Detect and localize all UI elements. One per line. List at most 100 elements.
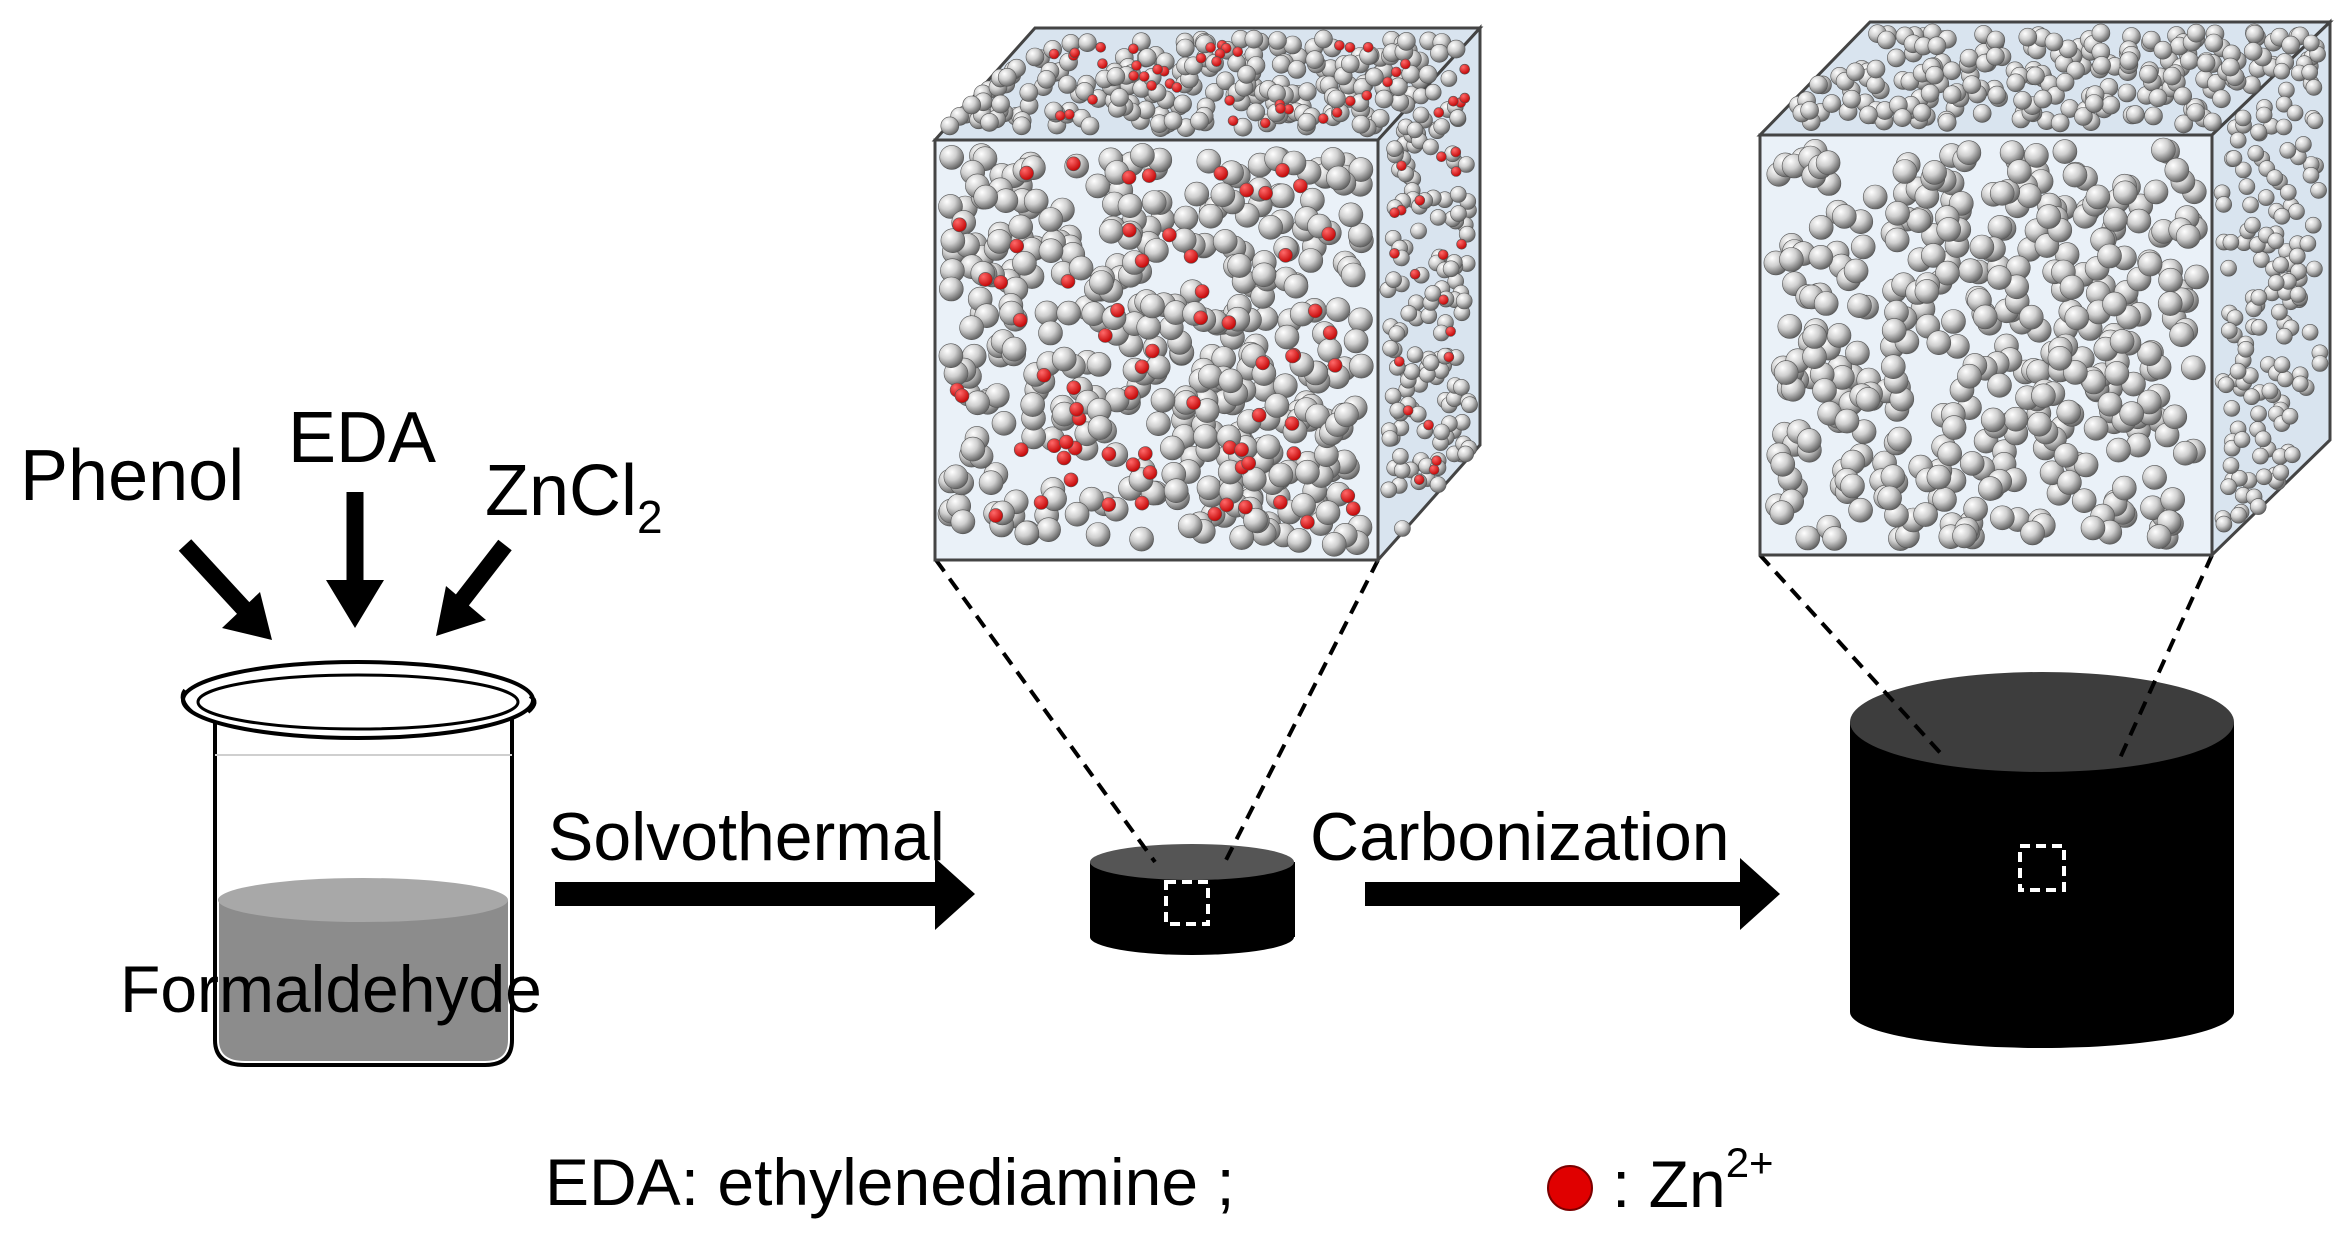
particle: [2289, 286, 2307, 303]
zn-ion: [1146, 80, 1157, 91]
zn-ion: [1428, 464, 1440, 476]
zn-ion: [1195, 52, 1207, 64]
zn-ion: [1394, 356, 1405, 367]
particle: [1129, 526, 1154, 552]
zn-ion: [1138, 71, 1150, 82]
particle: [1085, 522, 1111, 547]
particle: [2033, 89, 2053, 109]
particle: [2255, 106, 2273, 124]
particle: [2106, 437, 2131, 463]
particle: [2013, 91, 2032, 110]
zn-ion: [1056, 450, 1072, 466]
particle: [2036, 204, 2061, 229]
zn-ion: [1152, 64, 1163, 75]
particle: [2303, 34, 2320, 52]
particle: [1430, 43, 1449, 63]
particle: [1216, 71, 1235, 91]
particle: [1160, 435, 1185, 461]
particle: [1450, 205, 1467, 222]
particle: [2003, 406, 2029, 432]
particle: [2091, 23, 2111, 43]
particle: [1796, 428, 1822, 453]
particle: [2181, 355, 2206, 381]
particle: [1457, 445, 1474, 463]
zn-ion: [1122, 222, 1137, 238]
particle: [1941, 415, 1967, 440]
zn-ion: [993, 275, 1009, 290]
particle: [991, 410, 1017, 436]
particle: [1936, 217, 1961, 242]
particle: [1365, 67, 1384, 87]
particle: [1847, 293, 1872, 319]
particle: [1138, 48, 1157, 67]
particle: [1957, 363, 1982, 389]
particle: [1305, 50, 1325, 70]
particle: [1978, 476, 2003, 501]
particle: [1341, 54, 1360, 74]
zn-ion: [1402, 405, 1414, 416]
particle: [2162, 404, 2188, 430]
particle: [1386, 140, 1403, 157]
particle: [1243, 507, 1268, 533]
particle: [1298, 248, 1324, 273]
particle: [1348, 307, 1373, 333]
particle: [1880, 464, 1906, 490]
carbonization-arrow: [1365, 858, 1780, 930]
zn-ion: [1389, 248, 1400, 259]
particle: [2243, 42, 2263, 61]
particle: [2238, 178, 2256, 195]
cube1-zn-ions: [949, 39, 1471, 530]
particle: [1086, 352, 1112, 377]
particle: [2146, 524, 2172, 549]
zn-ion: [1437, 249, 1449, 261]
particle: [2235, 161, 2252, 179]
zn-ion: [1438, 294, 1449, 306]
particle: [2103, 207, 2128, 232]
zn-ion: [1345, 95, 1356, 107]
particle: [2027, 411, 2052, 437]
particle: [1268, 31, 1287, 50]
zn-ion: [988, 508, 1004, 523]
zn-ion: [1286, 446, 1302, 461]
zncl2-label: ZnCl2: [485, 451, 663, 543]
zn-ion: [1131, 60, 1142, 71]
particle: [1812, 378, 1837, 403]
particle: [1914, 279, 1940, 304]
magnify-marker-small: [1164, 880, 1210, 926]
particle: [2237, 340, 2255, 358]
particle: [2151, 137, 2176, 163]
particle: [1406, 346, 1424, 364]
particle: [1173, 205, 1199, 231]
zn-ion: [1459, 63, 1470, 75]
particle: [2217, 376, 2235, 394]
particle: [2229, 131, 2247, 149]
zn-ion: [1069, 401, 1084, 417]
phenol-arrow: [178, 539, 272, 640]
particle: [1433, 423, 1450, 441]
particle: [1832, 204, 1857, 229]
zn-ion: [1389, 207, 1400, 218]
particle: [1424, 83, 1442, 101]
zn-ion: [1251, 407, 1267, 423]
particle: [2220, 259, 2237, 277]
particle: [938, 343, 964, 369]
particle: [965, 390, 990, 416]
zn-ion: [1124, 385, 1139, 401]
particle: [1008, 214, 1034, 240]
particle: [1926, 330, 1952, 356]
particle: [1327, 89, 1346, 109]
zn-ion: [1238, 499, 1253, 515]
magnify-marker-large: [2018, 844, 2066, 892]
particle: [2186, 23, 2206, 43]
particle: [2119, 401, 2144, 426]
zn-ion: [1362, 41, 1374, 53]
particle: [1777, 314, 1803, 339]
zn-ion: [1064, 109, 1075, 120]
particle: [2062, 162, 2088, 188]
zn-ion: [1134, 359, 1150, 375]
particle: [1813, 291, 1839, 316]
particle: [1197, 363, 1223, 389]
particle: [2222, 457, 2240, 474]
particle: [1822, 526, 1847, 551]
cube2-particles: [1763, 23, 2329, 551]
